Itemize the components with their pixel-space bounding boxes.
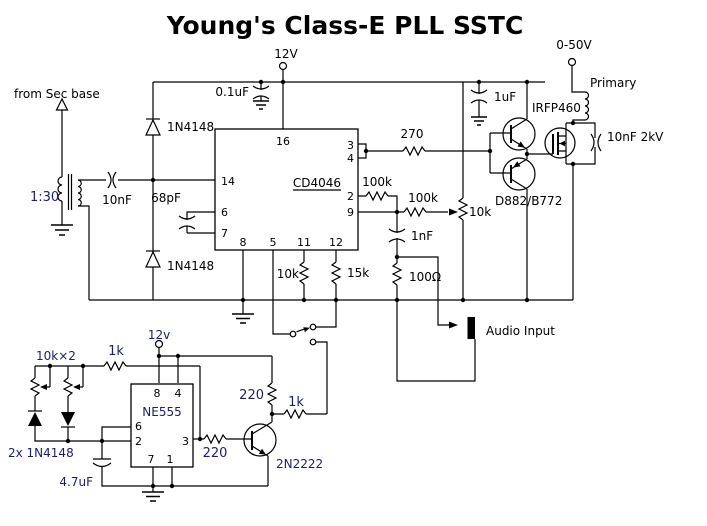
resistor-220-base (203, 433, 227, 445)
transistor-pnp-b772 (502, 157, 536, 191)
ne555-body (130, 383, 194, 468)
components (28, 57, 602, 502)
pin-ne555-7: 7 (148, 453, 155, 466)
mosfet-irfp460 (544, 122, 576, 165)
label-res-10k: 10k (277, 267, 299, 281)
label-ic-ne555: NE555 (142, 405, 181, 419)
resistor-10k-pin11 (298, 261, 310, 285)
label-cap-1nf: 1nF (411, 229, 433, 243)
label-res-220-collector: 220 (239, 388, 264, 403)
terminal-hv (567, 57, 577, 67)
label-cap-snubber: 10nF 2kV (607, 130, 664, 144)
resistor-220-collector (266, 382, 278, 406)
pin-ne555-1: 1 (167, 453, 174, 466)
resistor-100ohm (391, 262, 403, 286)
capacitor-68pf (178, 215, 196, 230)
label-res-100k-b: 100k (408, 191, 438, 205)
pin-ne555-4: 4 (175, 387, 182, 400)
resistor-100k-a (365, 190, 389, 202)
ground-icon (51, 100, 487, 502)
resistor-15k-pin12 (330, 261, 342, 285)
pot-10k-bias (449, 197, 469, 221)
label-steering-diodes: 2x 1N4148 (8, 446, 74, 460)
capacitor-0p1uf (252, 85, 270, 100)
audio-jack-icon (449, 317, 475, 339)
label-12v-main: 12V (274, 47, 298, 61)
label-res-270: 270 (401, 127, 424, 141)
label-diode-bottom: 1N4148 (167, 259, 214, 273)
feedback-transformer (57, 174, 82, 210)
label-pot-duty: 10k×2 (36, 349, 76, 363)
pot-10k-duty-left (29, 377, 47, 397)
terminal-12v-timer (154, 339, 164, 349)
label-mosfet: IRFP460 (532, 101, 581, 115)
label-primary: Primary (590, 76, 636, 90)
label-res-1k-pull: 1k (288, 395, 304, 410)
labels: Young's Class-E PLL SSTC from Sec base 1… (8, 11, 664, 489)
label-audio-input: Audio Input (486, 324, 555, 338)
label-hv-supply: 0-50V (556, 38, 592, 52)
resistor-270 (402, 145, 426, 157)
sec-base-arrow-icon (55, 97, 69, 111)
label-12v-timer: 12v (148, 328, 170, 342)
label-2n2222: 2N2222 (276, 457, 323, 471)
resistor-100k-b (403, 206, 427, 218)
label-res-15k: 15k (347, 266, 369, 280)
label-ic-cd4046: CD4046 (293, 176, 341, 190)
label-res-1k-feed: 1k (108, 344, 124, 359)
label-diode-top: 1N4148 (167, 120, 214, 134)
transistor-2n2222 (243, 423, 277, 457)
mode-switch (289, 323, 317, 346)
label-cap-1uf: 1uF (494, 90, 516, 104)
wires (34, 66, 596, 487)
label-cap-4p7uf: 4.7uF (59, 475, 93, 489)
capacitor-1uf (470, 89, 488, 104)
label-res-100k-a: 100k (362, 175, 392, 189)
resistor-1k-feed (103, 360, 127, 372)
capacitor-4p7uf (92, 458, 112, 468)
label-res-220-base: 220 (203, 446, 228, 461)
page-title: Young's Class-E PLL SSTC (166, 11, 524, 40)
pin-cd4046-3: 3 (347, 139, 354, 152)
capacitor-1nf (388, 228, 406, 243)
pin-cd4046-9: 9 (347, 206, 354, 219)
resistor-1k-pull (283, 408, 307, 420)
pin-ne555-6: 6 (135, 420, 142, 433)
pin-cd4046-2: 2 (347, 190, 354, 203)
pin-cd4046-5: 5 (270, 236, 277, 249)
pin-cd4046-8: 8 (240, 236, 247, 249)
capacitor-10nf (107, 171, 117, 189)
label-from-sec-base: from Sec base (14, 87, 100, 101)
label-res-100ohm: 100Ω (409, 270, 441, 284)
label-cap-68pf: 68pF (151, 191, 181, 205)
pin-cd4046-12: 12 (329, 236, 343, 249)
pin-cd4046-14: 14 (221, 175, 235, 188)
pin-ne555-3: 3 (182, 435, 189, 448)
cd4046-body (214, 128, 359, 251)
label-driver-pair: D882/B772 (495, 194, 562, 208)
pin-cd4046-16: 16 (276, 135, 290, 148)
label-cap-0p1uf: 0.1uF (215, 85, 249, 99)
capacitor-10nf-2kv (590, 133, 602, 152)
pin-cd4046-4: 4 (347, 152, 354, 165)
label-cap-10nf: 10nF (102, 193, 132, 207)
pin-cd4046-6: 6 (221, 206, 228, 219)
transistor-npn-d882 (502, 117, 536, 151)
pin-ne555-8: 8 (154, 387, 161, 400)
pot-10k-duty-right (62, 377, 80, 397)
steering-diode-left (28, 410, 42, 426)
primary-coil (584, 91, 590, 121)
steering-diode-right (61, 412, 75, 428)
pin-cd4046-11: 11 (297, 236, 311, 249)
label-turns-ratio: 1:30 (30, 190, 59, 205)
pin-ne555-2: 2 (135, 435, 142, 448)
diode-1n4148-bottom (145, 250, 161, 268)
label-pot-10k: 10k (469, 205, 491, 219)
diode-1n4148-top (145, 118, 161, 136)
pin-cd4046-7: 7 (221, 227, 228, 240)
junction-dots (47, 79, 576, 489)
terminal-12v-main (278, 61, 288, 71)
